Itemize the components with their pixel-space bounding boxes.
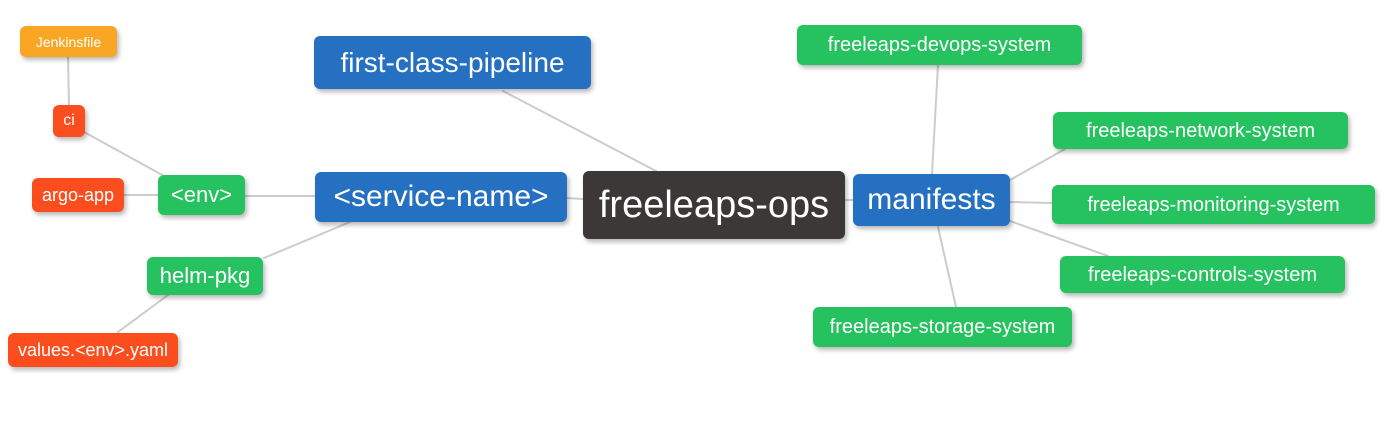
edge-ci-to-env — [83, 131, 167, 178]
node-label: freeleaps-network-system — [1086, 119, 1315, 142]
node-helm-pkg[interactable]: helm-pkg — [147, 257, 263, 295]
node-label: freeleaps-monitoring-system — [1087, 193, 1340, 216]
edge-freeleaps-devops-system-to-manifests — [931, 64, 939, 175]
edge-manifests-to-freeleaps-network-system — [1009, 148, 1066, 181]
node-label: freeleaps-storage-system — [829, 316, 1056, 338]
node-freeleaps-controls-system[interactable]: freeleaps-controls-system — [1060, 256, 1345, 293]
node-label: first-class-pipeline — [340, 46, 565, 78]
node-ci[interactable]: ci — [53, 105, 85, 137]
node-jenkinsfile[interactable]: Jenkinsfile — [20, 26, 117, 57]
node-label: freeleaps-ops — [598, 184, 830, 226]
node-label: ci — [63, 112, 75, 129]
node-freeleaps-network-system[interactable]: freeleaps-network-system — [1053, 112, 1348, 149]
edge-service-name-to-freeleaps-ops — [566, 197, 584, 200]
node-freeleaps-monitoring-system[interactable]: freeleaps-monitoring-system — [1052, 185, 1375, 224]
edge-manifests-to-freeleaps-monitoring-system — [1009, 201, 1053, 204]
edge-jenkinsfile-to-ci — [67, 56, 70, 106]
node-label: helm-pkg — [159, 263, 251, 288]
node-label: freeleaps-devops-system — [827, 34, 1052, 56]
node-env[interactable]: <env> — [158, 175, 245, 215]
node-label: values.<env>.yaml — [17, 340, 169, 360]
node-label: argo-app — [41, 185, 115, 205]
node-manifests[interactable]: manifests — [853, 174, 1010, 226]
edge-values-env-yaml-to-helm-pkg — [117, 294, 169, 333]
node-service-name[interactable]: <service-name> — [315, 172, 567, 222]
node-label: Jenkinsfile — [35, 33, 102, 50]
node-argo-app[interactable]: argo-app — [32, 178, 124, 212]
node-label: manifests — [867, 183, 996, 216]
node-freeleaps-storage-system[interactable]: freeleaps-storage-system — [813, 307, 1072, 347]
edge-helm-pkg-to-service-name — [263, 221, 351, 259]
edge-first-class-pipeline-to-freeleaps-ops — [502, 90, 657, 172]
node-freeleaps-ops[interactable]: freeleaps-ops — [583, 171, 845, 239]
edge-manifests-to-freeleaps-storage-system — [937, 226, 957, 308]
node-label: <service-name> — [333, 180, 549, 213]
node-label: <env> — [170, 182, 233, 207]
node-values-env-yaml[interactable]: values.<env>.yaml — [8, 333, 178, 367]
node-freeleaps-devops-system[interactable]: freeleaps-devops-system — [797, 25, 1082, 65]
node-label: freeleaps-controls-system — [1088, 263, 1317, 286]
edge-manifests-to-freeleaps-controls-system — [1009, 220, 1109, 257]
node-first-class-pipeline[interactable]: first-class-pipeline — [314, 36, 591, 89]
